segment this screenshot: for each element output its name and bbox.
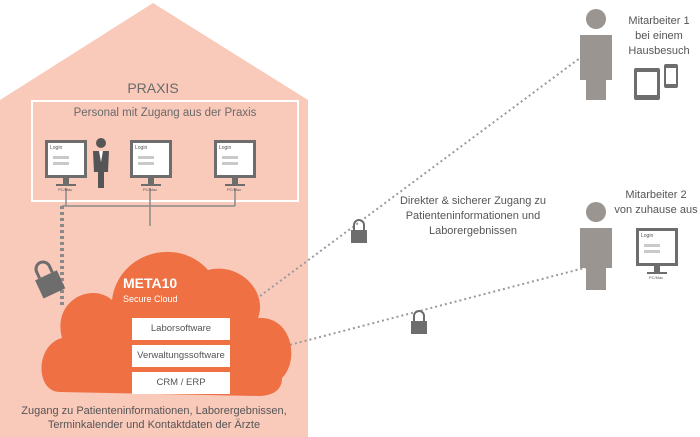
module-verwaltungssoftware: Verwaltungssoftware <box>137 350 225 361</box>
monitor-caption: PC/Mac <box>58 187 73 192</box>
monitor-login-label: Login <box>135 145 148 151</box>
network-lines <box>62 188 236 226</box>
employee-1-line-2: bei einem <box>635 30 683 42</box>
module-box-2 <box>132 345 230 367</box>
tablet-icon <box>634 68 660 100</box>
employee-1-label: Mitarbeiter 1 bei einem Hausbesuch <box>618 14 700 59</box>
module-box-3 <box>132 372 230 394</box>
link-employee-1 <box>247 57 581 306</box>
cloud-brand: META10 <box>123 275 178 291</box>
staff-box <box>31 100 299 202</box>
staff-person-icon <box>93 138 109 188</box>
praxis-title: PRAXIS <box>127 80 179 96</box>
employee-2-line-1: Mitarbeiter 2 <box>625 189 687 201</box>
monitor-login-label: Login <box>641 233 654 239</box>
monitor-login-label: Login <box>219 145 232 151</box>
access-note-line-2: Patienteninformationen und <box>405 210 541 222</box>
monitor-3 <box>214 140 256 186</box>
monitor-login-label: Login <box>50 145 63 151</box>
access-note-line-3: Laborergebnissen <box>428 225 518 237</box>
cloud-subtitle: Secure Cloud <box>123 294 178 304</box>
monitor-home <box>636 228 678 274</box>
access-note-line-1: Direkter & sicherer Zugang zu <box>399 195 547 207</box>
monitor-caption: PC/Mac <box>227 187 242 192</box>
link-employee-2 <box>231 266 589 361</box>
monitor-2 <box>130 140 172 186</box>
phone-icon <box>664 64 678 88</box>
footer-line-2: Terminkalender und Kontaktdaten der Ärzt… <box>47 419 261 431</box>
monitor-caption: PC/Mac <box>143 187 158 192</box>
monitor-caption: PC/Mac <box>649 275 664 280</box>
padlock-icon <box>411 310 427 334</box>
module-box-1 <box>132 318 230 340</box>
padlock-icon <box>34 260 66 299</box>
padlock-icon <box>351 219 367 243</box>
employee-2-line-2: von zuhause aus <box>614 204 698 216</box>
access-note: Direkter & sicherer Zugang zu Patienteni… <box>380 194 566 239</box>
person-icon <box>580 202 612 290</box>
staff-box-title: Personal mit Zugang aus der Praxis <box>73 107 257 119</box>
monitor-1 <box>45 140 87 186</box>
employee-1-line-3: Hausbesuch <box>628 45 690 57</box>
person-icon <box>580 9 612 100</box>
employee-2-label: Mitarbeiter 2 von zuhause aus <box>612 188 700 218</box>
module-laborsoftware: Laborsoftware <box>150 323 212 334</box>
module-crm-erp: CRM / ERP <box>156 377 206 388</box>
employee-1-line-1: Mitarbeiter 1 <box>628 15 690 27</box>
footer-line-1: Zugang zu Patienteninformationen, Labore… <box>21 405 287 417</box>
